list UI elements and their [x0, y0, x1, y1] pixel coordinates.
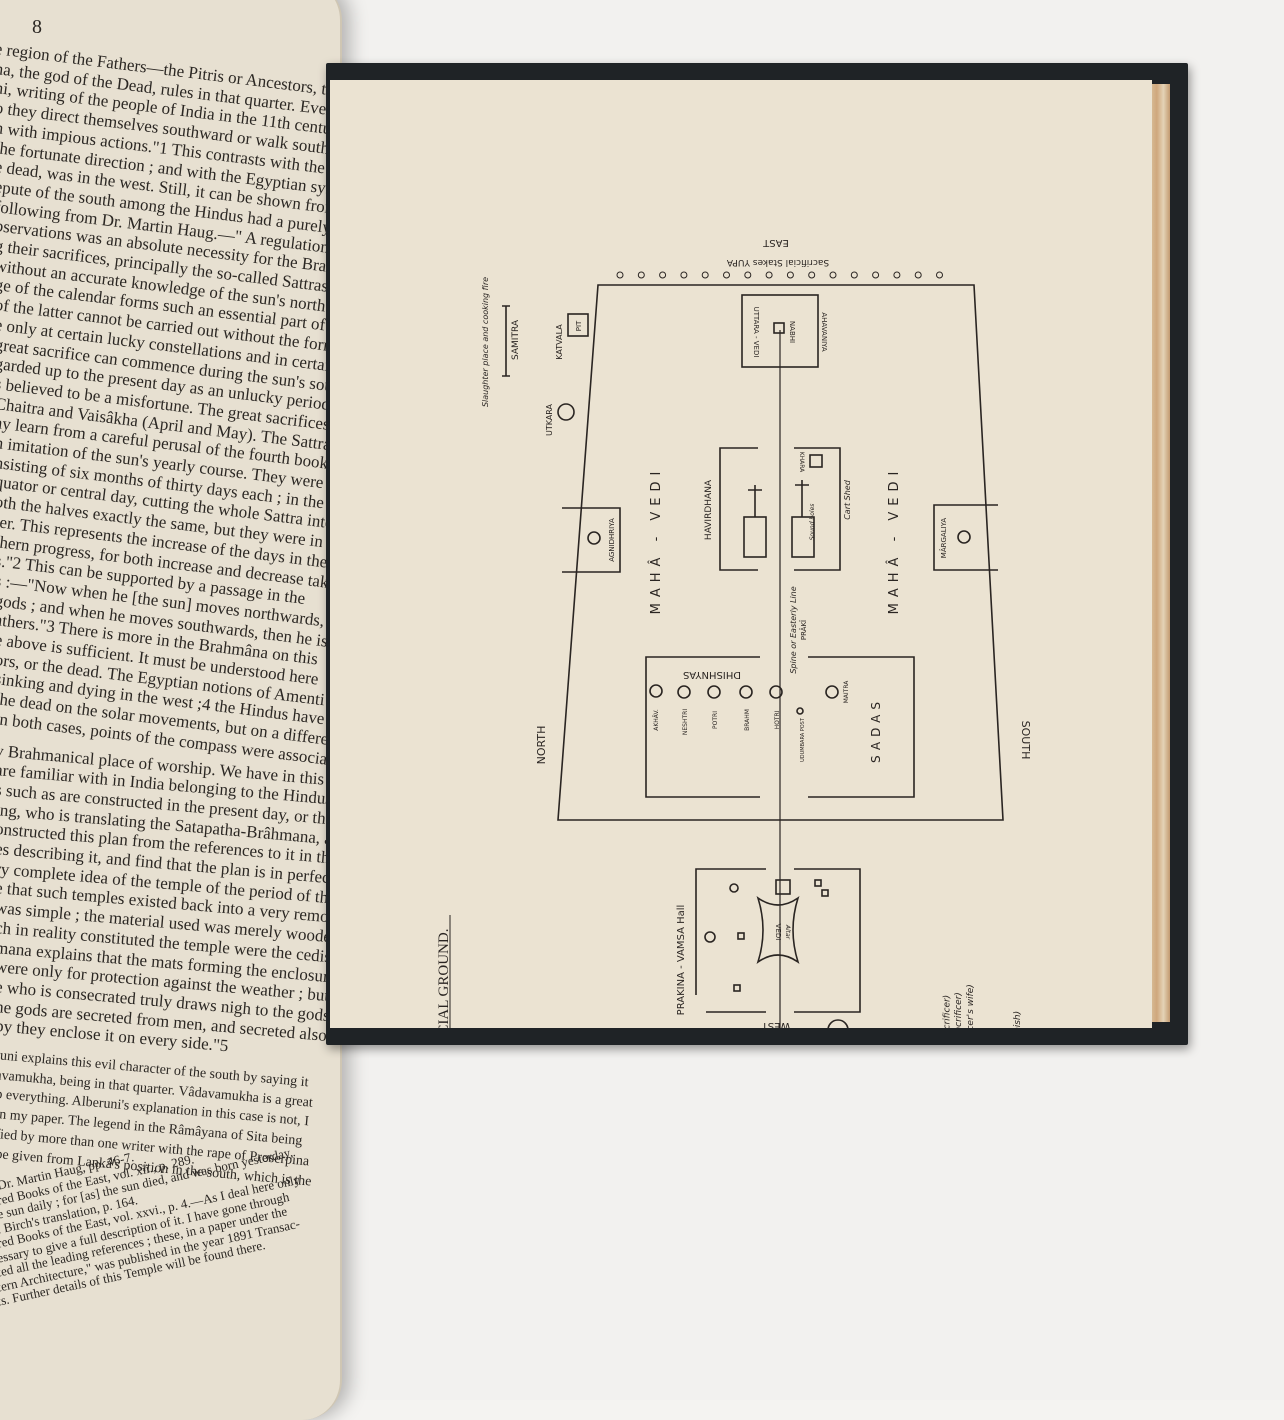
pit-label: PIT	[575, 320, 583, 331]
samitra-label: SAMITRA	[511, 319, 521, 360]
havirdhana-label: HAVIRDHANA	[704, 479, 714, 540]
prakina-hall-label: PRAKINA - VAMSA Hall	[676, 905, 687, 1016]
cart-yoke-right	[795, 480, 809, 517]
samitra-bracket	[502, 305, 510, 377]
dakshinagni-shape	[827, 1019, 849, 1028]
legend-item: b Seat of Patni (sacrificer's wife)	[966, 984, 976, 1028]
agnidhriya-box	[562, 507, 621, 573]
yupa-stake	[936, 271, 943, 279]
south-label: SOUTH	[1019, 721, 1032, 760]
yupa-stake	[850, 271, 858, 279]
udumbara-label: UDUMBARA POST	[800, 717, 806, 762]
legend-item: u Utkara (heap of rubbish)	[1013, 1011, 1023, 1028]
sadas-left	[645, 656, 760, 798]
yupa-stake	[786, 271, 794, 279]
agnidhriya-label: AGNIDHRIYA	[608, 518, 616, 562]
nabhi-label: NABHI	[788, 321, 796, 343]
khara-label: KHARA	[798, 452, 805, 473]
margaliya-box	[933, 504, 998, 571]
margaliya-label: MÂRGALIYA	[939, 518, 948, 559]
hotri-label: HOTRI	[774, 710, 781, 729]
maitra-label: MAITRA	[843, 680, 850, 704]
utkara-label: UTKARA	[545, 403, 554, 436]
west-label-bottom: WEST	[761, 1020, 791, 1028]
yupa-stake	[808, 271, 816, 279]
sadas-label: SADAS	[869, 697, 883, 763]
agnidhriya-fire	[587, 531, 601, 545]
plan-title: PLAN OF SACRIFICIAL GROUND.	[436, 929, 452, 1028]
yupa-stake	[893, 271, 901, 279]
vedi-label: VEDI	[774, 924, 782, 941]
hall-left	[695, 868, 766, 1013]
yupa-stake	[701, 271, 709, 279]
north-label: NORTH	[535, 726, 548, 765]
maha-vedi-right: MAHÂ - VEDI	[886, 466, 902, 615]
maha-vedi-outline	[557, 284, 1004, 821]
slaughter-label: Slaughter place and cooking fire	[481, 277, 490, 407]
left-page: 8 e region of the Fathers—the Pitris or …	[0, 0, 342, 1420]
cart-yoke-left	[748, 485, 762, 517]
havirdhana-shed	[719, 447, 758, 571]
cart-shed-label: Cart Shed	[843, 479, 852, 520]
nabhi-square	[773, 322, 785, 334]
uttara-vedi-box	[741, 294, 819, 368]
yupa-stake	[829, 271, 837, 279]
sadas-right	[808, 656, 915, 798]
stakes-row	[616, 271, 943, 279]
page-edges	[1148, 84, 1170, 1022]
havirdhana-shed-right	[794, 447, 841, 571]
yupa-stake	[616, 271, 624, 279]
ahavaniya-label: AHAVANIYA	[820, 312, 828, 352]
praki-label: PRÂKÎ	[799, 619, 808, 640]
neshtri-label: NESHTRI	[682, 709, 689, 735]
yupa-stake	[637, 271, 645, 279]
plate-page	[330, 80, 1152, 1028]
cart-right	[791, 516, 815, 558]
yupa-stake	[765, 271, 773, 279]
yupa-stake	[680, 271, 688, 279]
cart-left	[743, 516, 767, 558]
khara-square	[809, 454, 823, 468]
margaliya-fire	[957, 530, 971, 544]
yupa-stake	[723, 271, 730, 279]
ahavaniya-square	[775, 879, 791, 895]
legend-item: y Seat of Yajamana (sacrificer)	[954, 992, 964, 1028]
yupa-stake	[914, 271, 922, 279]
hall-right	[794, 868, 861, 1013]
pit-box	[567, 313, 589, 337]
legend: Â Ahavaniya fireG Gârhapatya fireD Daksh…	[942, 984, 1023, 1028]
legend-item: y Seat of Brahman (sacrificer)	[942, 995, 952, 1028]
katvala-label: KATVALA	[555, 324, 564, 360]
yupa-stake	[872, 271, 880, 279]
stakes-label: Sacrificial Stakes YUPA	[726, 257, 829, 267]
sound-holes-label: Sound holes	[809, 504, 816, 541]
east-label: EAST	[762, 237, 789, 248]
altar-label: Altar	[784, 924, 791, 940]
vedi-altar	[756, 896, 800, 964]
spine-label: Spine or Easterly Line	[789, 586, 798, 673]
potri-label: POTRI	[712, 711, 719, 729]
plan-diagram: PLAN OF SACRIFICIAL GROUND. EAST WEST Sa…	[436, 237, 1032, 1028]
utkara-circle	[557, 403, 575, 421]
page-number: 8	[32, 16, 42, 38]
akhavaka-label: AKHÂV.	[653, 709, 660, 731]
maha-vedi-left: MAHÂ - VEDI	[648, 466, 664, 615]
brahm-label: BRAHM	[744, 709, 751, 731]
yupa-stake	[744, 271, 752, 279]
dhishnyas-label: DHISHNYAS	[683, 669, 741, 680]
uttara-vedi-label: UTTARA - VEDI	[752, 307, 760, 358]
yupa-stake	[659, 271, 667, 279]
